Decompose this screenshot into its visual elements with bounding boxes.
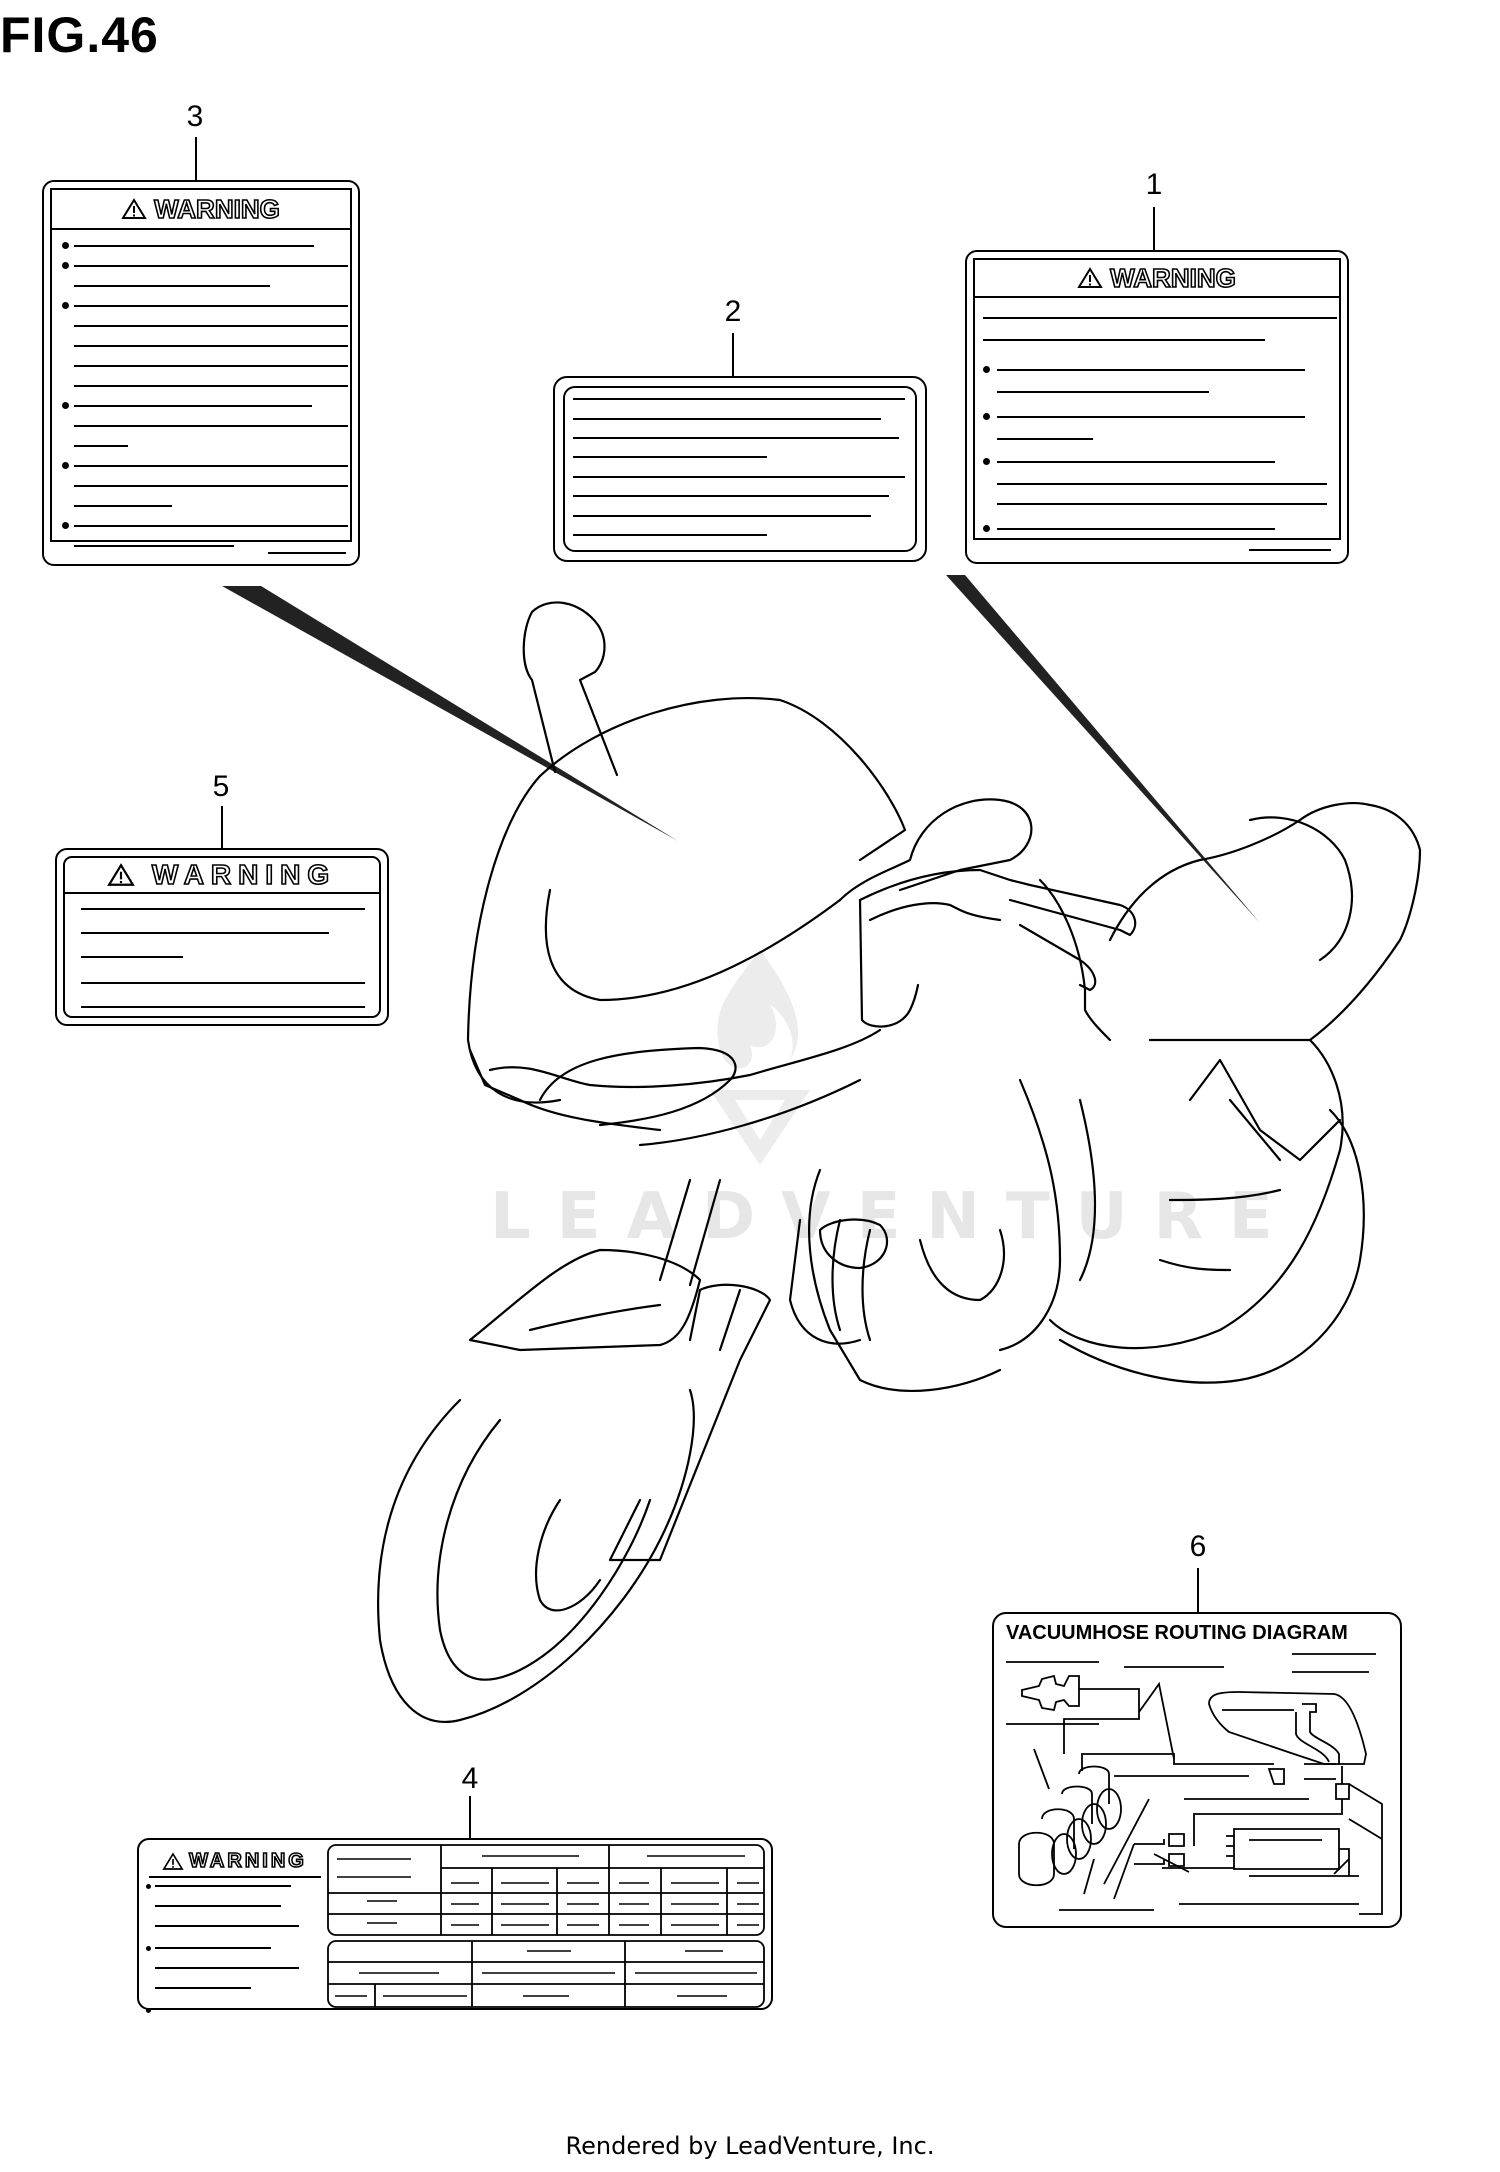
bullet [62, 522, 69, 529]
bullet [146, 2008, 151, 2013]
text-line [997, 483, 1327, 485]
text-line [983, 339, 1265, 341]
bullet [62, 462, 69, 469]
text-line [573, 418, 881, 420]
text-line [573, 515, 871, 517]
leader-line-3 [195, 137, 197, 181]
leader-line-1 [1153, 207, 1155, 250]
leader-line-6 [1197, 1568, 1199, 1612]
text-line [997, 416, 1305, 418]
warning-triangle-icon [121, 198, 147, 219]
bullet [983, 413, 990, 420]
text-line [81, 908, 365, 910]
text-line [997, 391, 1209, 393]
text-line [155, 1947, 271, 1949]
warning-label-5[interactable]: WARNING [55, 848, 389, 1026]
warning-header-text: WARNING [1109, 262, 1236, 294]
text-line [74, 525, 348, 527]
text-line [81, 956, 183, 958]
text-line [983, 317, 1337, 319]
leader-line-2 [732, 333, 734, 377]
text-line [74, 385, 348, 387]
text-line [573, 495, 889, 497]
text-line [81, 1006, 365, 1008]
bullet [62, 402, 69, 409]
warning-header-text: WARNING [151, 858, 337, 891]
vacuum-hose-diagram-icon [1006, 1653, 1383, 1915]
text-line [74, 345, 348, 347]
text-line [74, 325, 348, 327]
text-line [74, 465, 348, 467]
text-line [74, 265, 348, 267]
vacuum-hose-diagram-title: VACUUMHOSE ROUTING DIAGRAM [1006, 1622, 1348, 1644]
footer-credit: Rendered by LeadVenture, Inc. [565, 2132, 935, 2160]
leadventure-watermark: LEADVENTURE [490, 1180, 1299, 1254]
warning-triangle-icon [106, 863, 135, 886]
callout-number-4: 4 [461, 1762, 479, 1795]
leadventure-logo-icon [710, 950, 810, 1165]
text-line [74, 445, 128, 447]
part-number-line [1249, 549, 1331, 551]
figure-title: FIG.46 [0, 7, 159, 63]
warning-label-3[interactable]: WARNING [42, 180, 360, 566]
warning-header-text: WARNING [188, 1849, 307, 1873]
text-line [74, 425, 348, 427]
text-line [74, 245, 314, 247]
callout-number-5: 5 [212, 770, 230, 803]
leader-wedge-1 [946, 575, 1260, 923]
text-line [155, 1967, 299, 1969]
label-4-warning-header: WARNING [149, 1846, 321, 1878]
text-line [997, 503, 1327, 505]
text-line [81, 932, 329, 934]
callout-number-1: 1 [1145, 168, 1163, 201]
bullet [62, 262, 69, 269]
part-number-line [268, 552, 346, 554]
warning-label-1[interactable]: WARNING [965, 250, 1349, 564]
text-line [997, 369, 1305, 371]
text-line [74, 405, 312, 407]
bullet [983, 366, 990, 373]
text-line [74, 505, 172, 507]
bullet [62, 242, 69, 249]
text-line [155, 1925, 299, 1927]
text-line [573, 437, 899, 439]
bullet [146, 1884, 151, 1889]
text-line [573, 398, 905, 400]
callout-number-3: 3 [186, 100, 204, 133]
text-line [155, 1987, 251, 1989]
warning-label-4[interactable]: WARNING [137, 1838, 773, 2013]
bullet [983, 458, 990, 465]
warning-header-text: WARNING [153, 193, 280, 225]
text-line [155, 1885, 291, 1887]
leader-line-4 [469, 1796, 471, 1838]
label-4-spec-tables [327, 1844, 765, 2008]
callout-number-2: 2 [724, 295, 742, 328]
leader-wedge-3 [222, 586, 678, 841]
text-line [81, 982, 365, 984]
warning-triangle-icon [1077, 267, 1103, 288]
vacuum-hose-routing-label-6[interactable]: VACUUMHOSE ROUTING DIAGRAM [992, 1612, 1402, 1928]
text-line [74, 285, 270, 287]
bullet [146, 1946, 151, 1951]
callout-number-6: 6 [1189, 1530, 1207, 1563]
text-line [997, 438, 1093, 440]
bullet [983, 525, 990, 532]
information-label-2[interactable] [553, 376, 927, 562]
bullet [62, 302, 69, 309]
text-line [74, 485, 348, 487]
text-line [573, 476, 905, 478]
text-line [155, 1905, 281, 1907]
text-line [74, 545, 234, 547]
text-line [74, 365, 348, 367]
text-line [997, 528, 1275, 530]
warning-triangle-icon [162, 1851, 184, 1870]
text-line [997, 461, 1275, 463]
leader-line-5 [221, 806, 223, 848]
text-line [74, 305, 348, 307]
text-line [573, 456, 767, 458]
text-line [573, 534, 767, 536]
